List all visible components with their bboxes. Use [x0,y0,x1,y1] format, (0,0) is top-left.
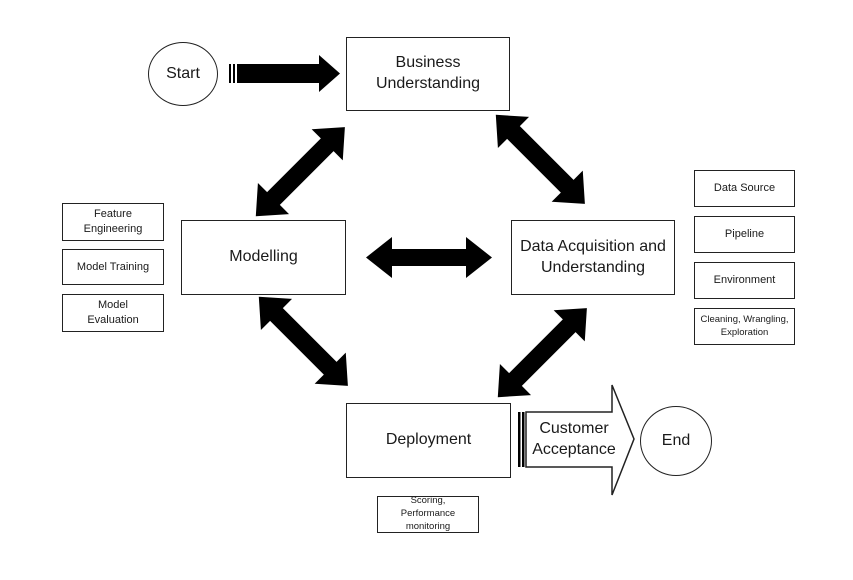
model-training-box: Model Training [62,249,164,285]
environment-box: Environment [694,262,795,299]
deployment-box: Deployment [346,403,511,478]
model-evaluation-label: Model Evaluation [87,299,139,326]
customer-acceptance-arrow [518,384,635,496]
modelling-label: Modelling [229,248,298,266]
cleaning-wrangling-label: Cleaning, Wrangling, Exploration [700,313,789,338]
environment-label: Environment [713,274,776,287]
data-acquisition-label: Data Acquisition and Understanding [520,237,666,276]
feature-engineering-box: Feature Engineering [62,203,164,241]
customer-acceptance-label: Customer Acceptance [532,420,616,458]
deployment-label: Deployment [385,431,472,449]
pipeline-box: Pipeline [694,216,795,253]
end-node: End [640,406,712,476]
modelling-box: Modelling [181,220,346,295]
feature-engineering-label: Feature Engineering [83,208,143,235]
start-node: Start [148,42,218,106]
modelling-deployment-arrow [258,296,348,386]
start-label: Start [166,65,200,82]
scoring-monitoring-label: Scoring, Performance monitoring [400,495,456,532]
pipeline-label: Pipeline [724,228,765,241]
modelling-data-arrow [366,237,492,278]
start-to-business-arrow [229,55,340,92]
model-training-label: Model Training [76,260,150,273]
data-deployment-arrow [497,308,587,398]
data-source-label: Data Source [713,182,776,195]
data-source-box: Data Source [694,170,795,207]
business-modelling-arrow [255,127,345,217]
data-acquisition-box: Data Acquisition and Understanding [511,220,675,295]
business-data-arrow [495,114,585,204]
scoring-monitoring-box: Scoring, Performance monitoring [377,495,479,533]
cleaning-wrangling-box: Cleaning, Wrangling, Exploration [694,308,795,345]
business-understanding-box: Business Understanding [346,37,510,111]
model-evaluation-box: Model Evaluation [62,294,164,332]
business-understanding-label: Business Understanding [375,54,481,92]
end-label: End [661,432,691,449]
